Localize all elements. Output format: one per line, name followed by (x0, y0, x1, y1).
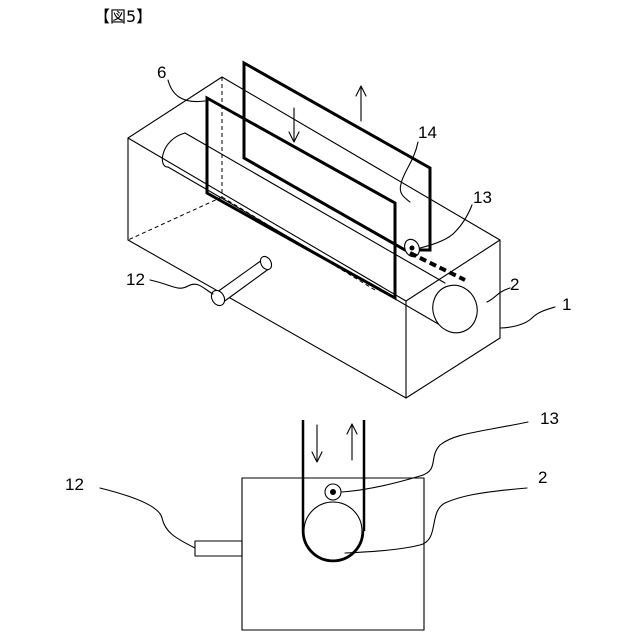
sensor-13 (402, 237, 465, 280)
side-roller-2 (304, 502, 362, 560)
film-6-frame (207, 98, 395, 298)
side-up-arrow-icon (347, 424, 357, 460)
side-pipe-12 (195, 541, 242, 556)
container-box (128, 77, 500, 398)
side-view: 13 12 2 (65, 409, 559, 630)
label-12: 12 (126, 270, 145, 289)
label-14: 14 (418, 123, 437, 142)
figure-title: 【図5】 (94, 7, 152, 26)
side-label-12: 12 (65, 475, 84, 494)
side-label-13: 13 (540, 409, 559, 428)
pipe-12 (209, 254, 274, 307)
isometric-view: 6 14 13 12 2 1 (126, 63, 571, 398)
label-13: 13 (473, 188, 492, 207)
side-down-arrow-icon (312, 425, 322, 462)
side-sensor-13 (325, 484, 341, 500)
side-label-2: 2 (538, 468, 547, 487)
label-6: 6 (157, 63, 166, 82)
label-1: 1 (562, 295, 571, 314)
label-2: 2 (510, 275, 519, 294)
down-arrow-icon (289, 108, 299, 142)
up-arrow-icon (356, 86, 366, 121)
leader-lines-top (150, 80, 555, 328)
